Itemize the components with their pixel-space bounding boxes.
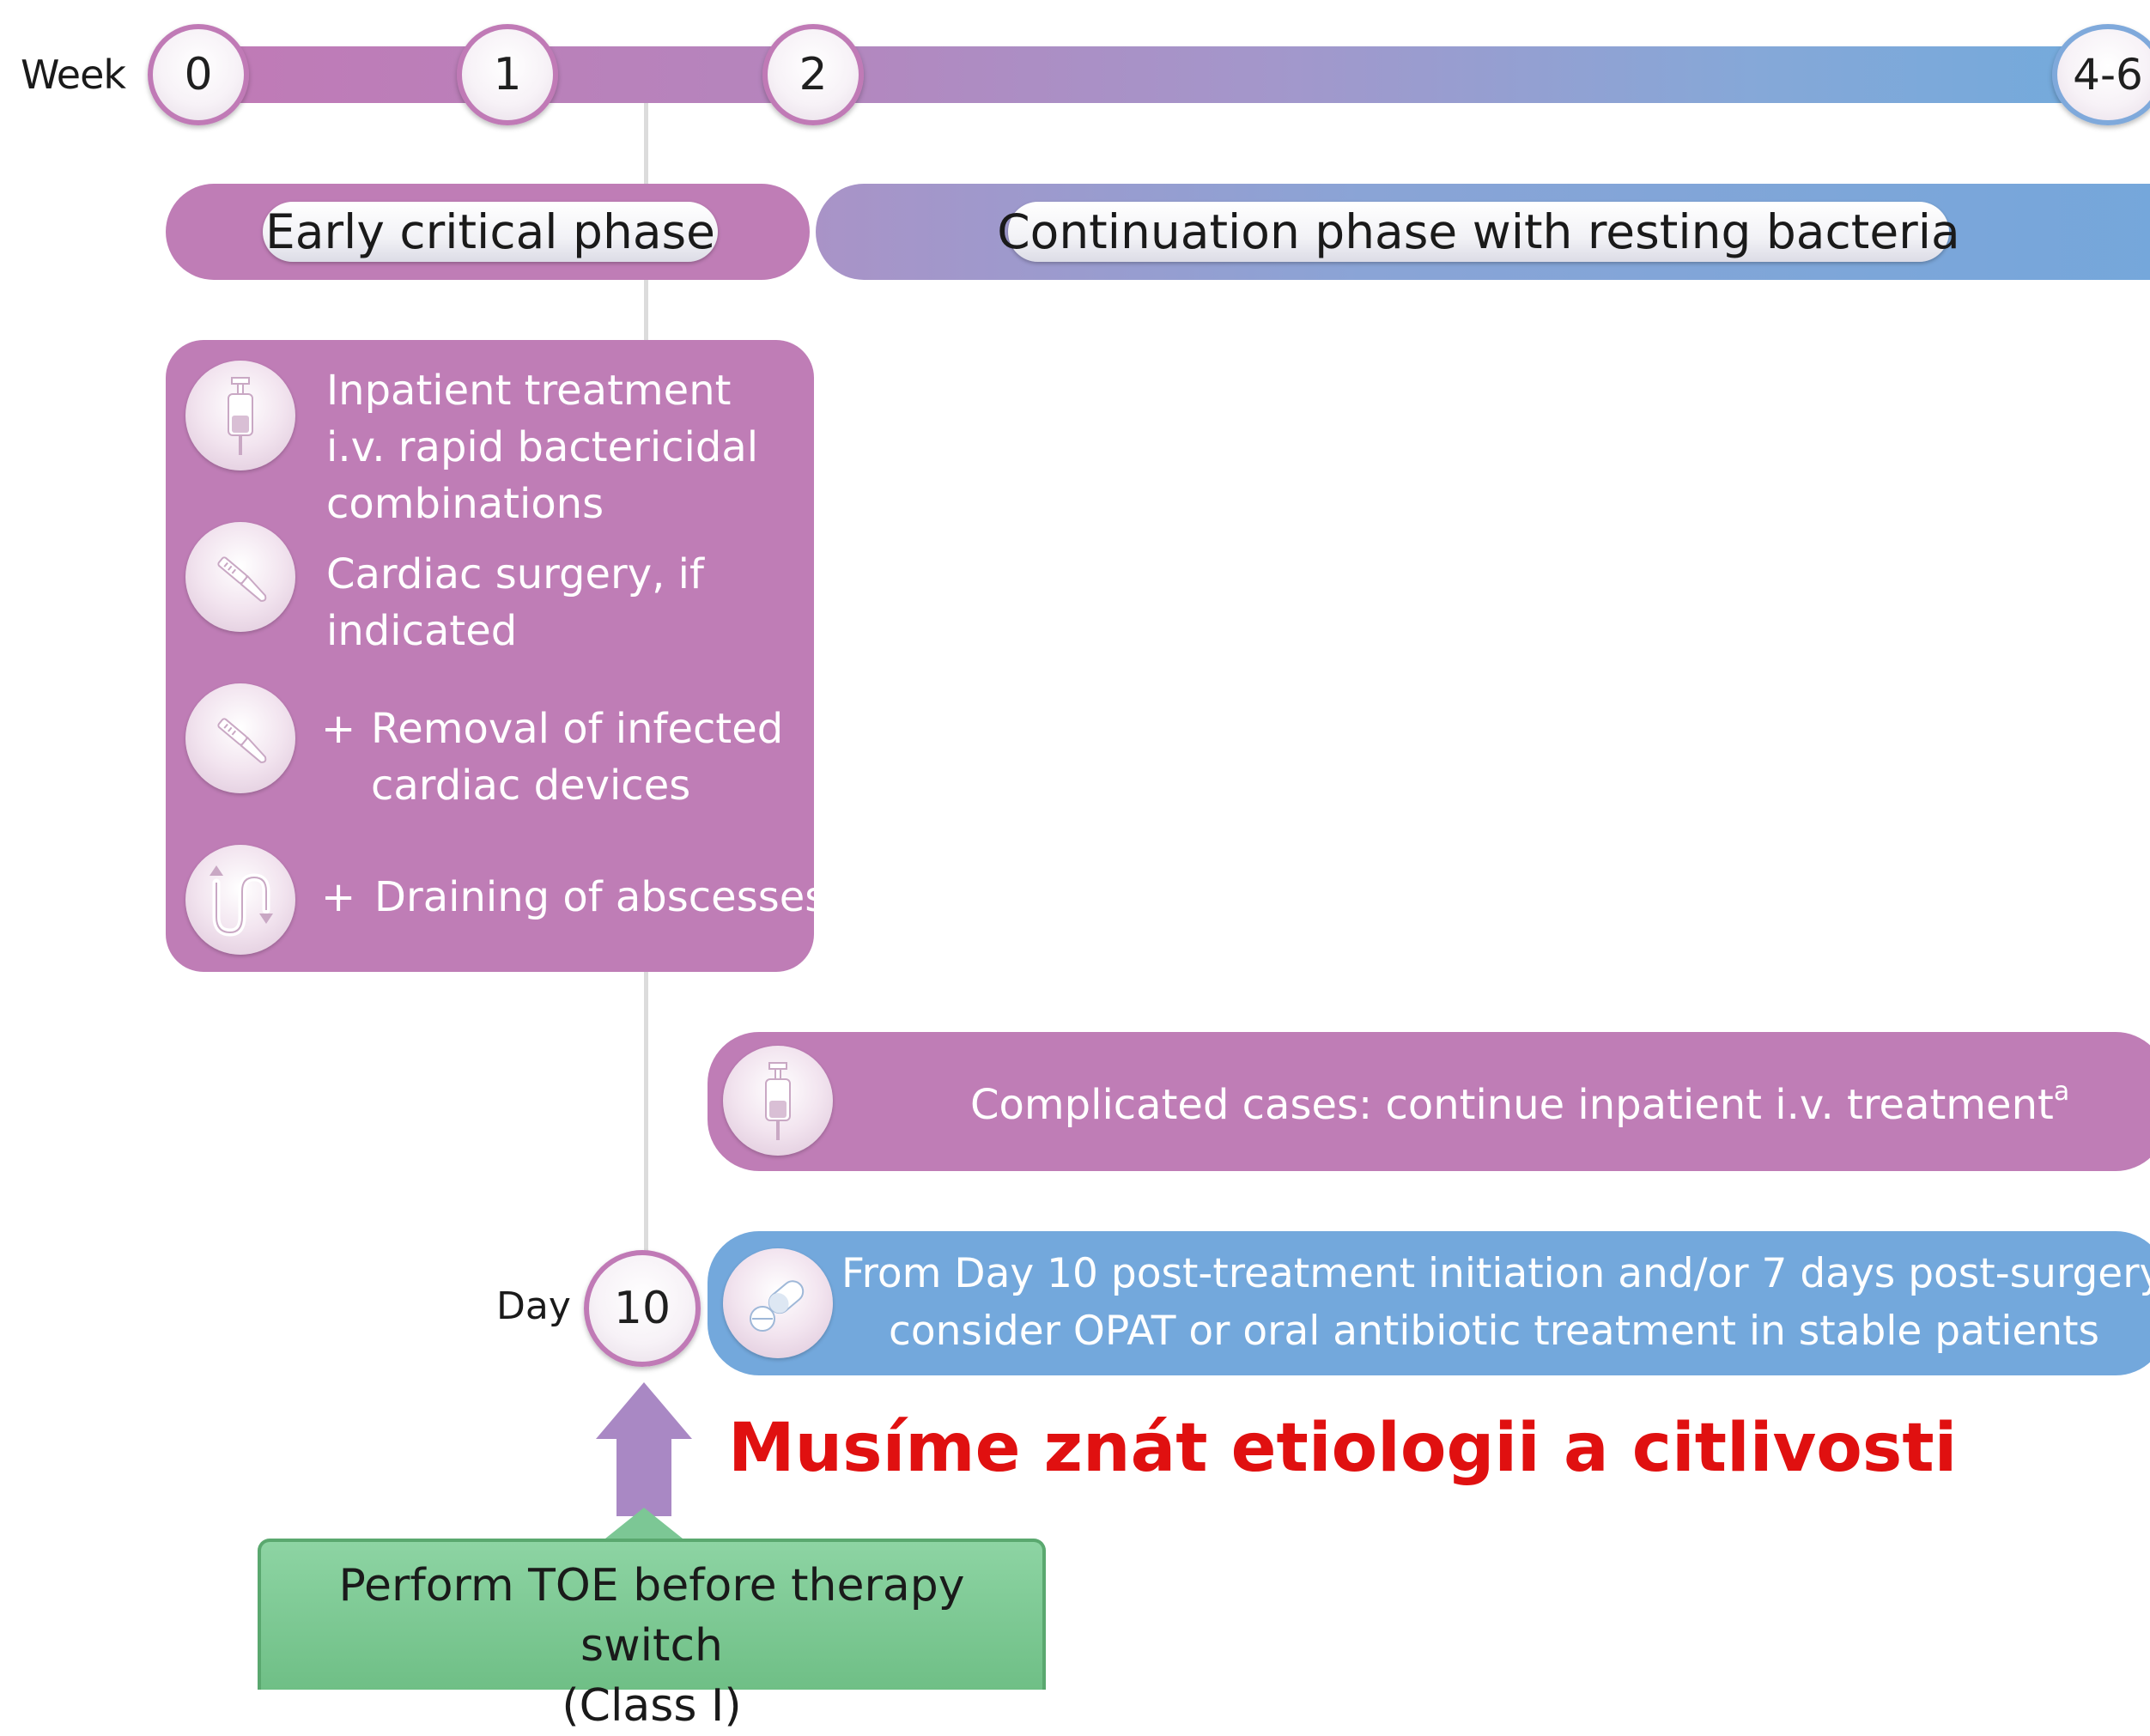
day-label: Day	[496, 1284, 571, 1328]
pills-icon	[723, 1248, 833, 1358]
complicated-cases-text: Complicated cases: continue inpatient i.…	[970, 1077, 2069, 1129]
early-item-3-line-1: Removal of infected	[371, 705, 784, 753]
up-arrow-shaft	[616, 1437, 671, 1516]
complicated-cases-bar	[708, 1032, 2150, 1171]
early-phase-label: Early critical phase	[263, 202, 718, 262]
early-item-1: Inpatient treatment i.v. rapid bacterici…	[326, 362, 758, 532]
early-item-1-line-3: combinations	[326, 480, 604, 528]
opat-line-1: From Day 10 post-treatment initiation an…	[841, 1250, 2150, 1297]
early-item-2: Cardiac surgery, if indicated	[326, 546, 704, 659]
complicated-cases-label: Complicated cases: continue inpatient i.…	[970, 1081, 2054, 1129]
week-label: Week	[21, 52, 126, 98]
continuation-phase-label: Continuation phase with resting bacteria	[997, 202, 1960, 262]
drain-icon	[185, 845, 295, 955]
week-node-1: 1	[457, 24, 558, 125]
footnote-marker: a	[2053, 1077, 2070, 1107]
syringe-icon	[185, 361, 295, 470]
week-node-2: 2	[762, 24, 864, 125]
early-item-3-line-2: cardiac devices	[371, 762, 691, 810]
week-node-0: 0	[148, 24, 249, 125]
early-item-1-line-2: i.v. rapid bactericidal	[326, 423, 759, 471]
early-item-4-line-1: Draining of abscesses	[374, 873, 827, 921]
opat-line-2: consider OPAT or oral antibiotic treatme…	[888, 1308, 2100, 1355]
toe-line-1: Perform TOE before therapy switch	[338, 1560, 965, 1672]
scalpel-icon	[185, 522, 295, 632]
early-item-3-prefix: +	[321, 705, 356, 753]
early-item-2-line-2: indicated	[326, 607, 518, 655]
etiology-note: Musíme znát etiologii a citlivosti	[728, 1410, 1958, 1487]
early-item-2-line-1: Cardiac surgery, if	[326, 550, 704, 598]
toe-callout-pointer	[601, 1508, 687, 1542]
opat-text: From Day 10 post-treatment initiation an…	[841, 1245, 2150, 1360]
opat-bar	[708, 1231, 2150, 1375]
toe-callout-box: Perform TOE before therapy switch (Class…	[258, 1539, 1046, 1732]
scalpel-icon	[185, 683, 295, 793]
toe-line-2: (Class I)	[562, 1680, 742, 1732]
day-node-10: 10	[584, 1250, 701, 1367]
week-node-4-6: 4-6	[2052, 24, 2150, 125]
syringe-icon	[723, 1046, 833, 1156]
up-arrow-head	[596, 1382, 692, 1439]
early-item-3: Removal of infected cardiac devices	[371, 701, 783, 814]
early-item-1-line-1: Inpatient treatment	[326, 367, 732, 415]
early-item-4-prefix: +	[321, 873, 356, 921]
